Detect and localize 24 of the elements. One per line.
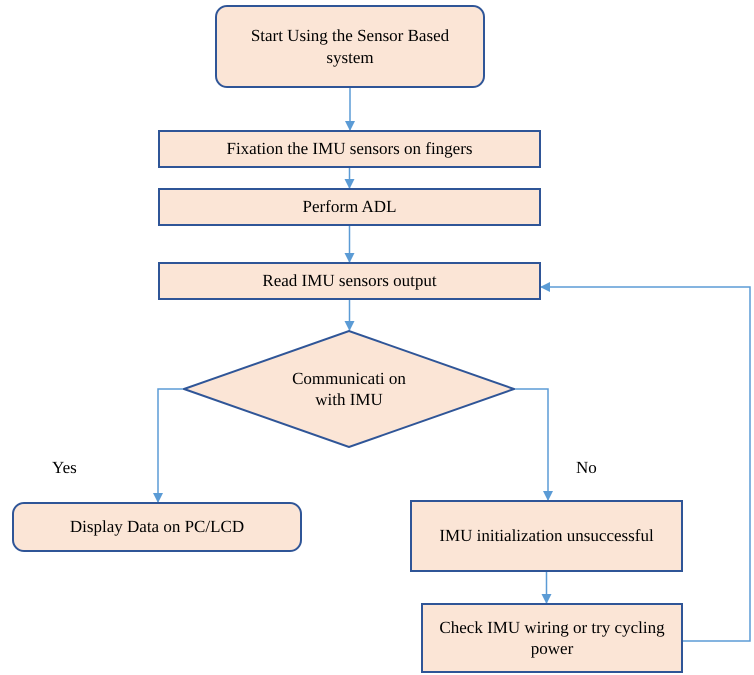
process-box [410, 500, 683, 572]
process-box [215, 5, 485, 88]
arrow [344, 226, 354, 263]
node-text: Read IMU sensors output [262, 270, 437, 292]
node-text: Start Using the Sensor Based system [250, 25, 450, 68]
node-text: Display Data on PC/LCD [70, 516, 244, 538]
process-box [158, 262, 541, 300]
arrow [344, 300, 354, 331]
node-text: Check IMU wiring or try cycling power [439, 616, 665, 660]
arrow [540, 282, 751, 642]
process-box [12, 502, 302, 552]
process-box [158, 130, 541, 168]
node-text: Fixation the IMU sensors on fingers [226, 138, 472, 160]
arrow [153, 388, 183, 503]
arrow [345, 88, 355, 131]
node-text: IMU initialization unsuccessful [439, 525, 654, 547]
process-box [158, 188, 541, 226]
decision-diamond [183, 330, 515, 448]
process-box [421, 603, 683, 673]
node-text: Perform ADL [302, 196, 396, 218]
arrow [344, 168, 354, 189]
node-text: Communicati on with IMU [291, 368, 407, 410]
arrow [515, 388, 553, 501]
arrow [542, 572, 552, 604]
